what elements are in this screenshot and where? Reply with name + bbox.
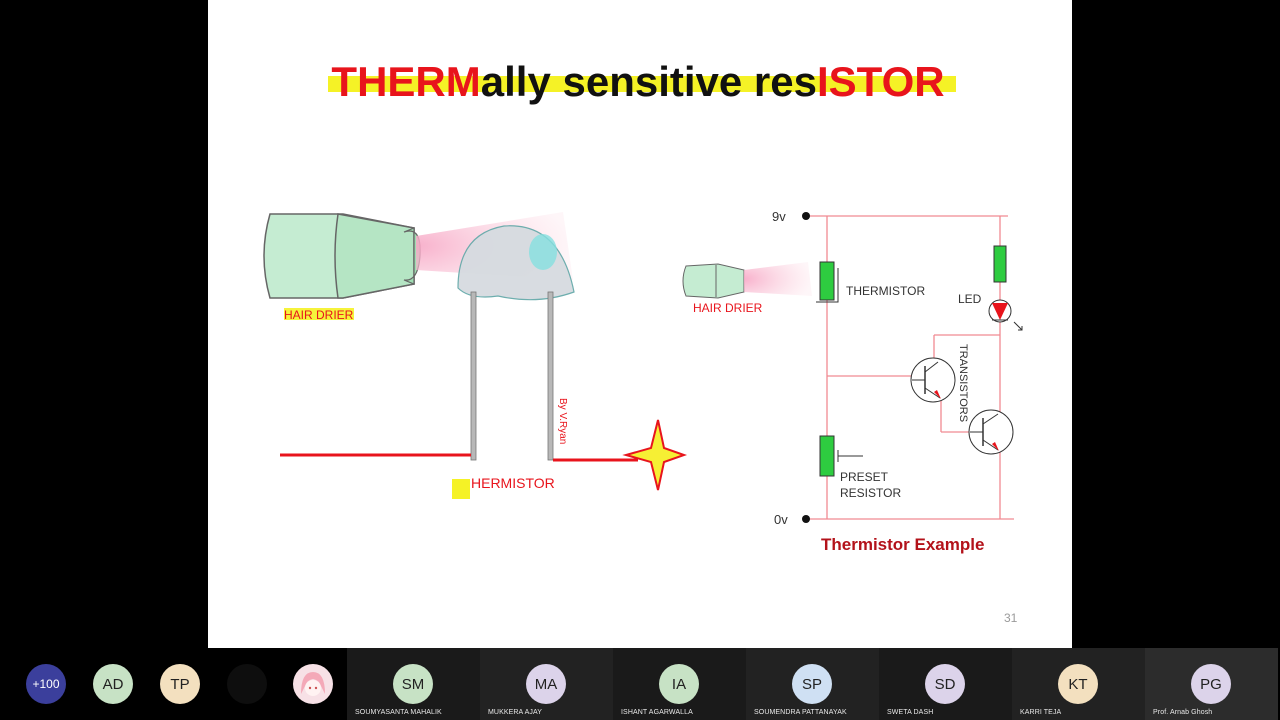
participant-tile[interactable]: SD SWETA DASH	[879, 648, 1012, 720]
participant-avatar: MA	[526, 664, 566, 704]
participant-initials: MA	[534, 675, 558, 693]
supply-label: 9v	[772, 209, 786, 224]
participant-tile[interactable]	[214, 648, 280, 720]
led-label: LED	[958, 292, 982, 306]
participant-avatar: PG	[1191, 664, 1231, 704]
title-part-therm: THERM	[331, 58, 480, 105]
participant-name: ISHANT AGARWALLA	[621, 709, 693, 716]
yellow-marker	[452, 479, 470, 499]
ground-terminal	[802, 515, 810, 523]
participant-tile[interactable]: SM SOUMYASANTA MAHALIK	[347, 648, 480, 720]
participant-avatar: SM	[393, 664, 433, 704]
participant-initials: KT	[1068, 675, 1088, 693]
participant-initials: PG	[1200, 675, 1222, 693]
preset-label-line2: RESISTOR	[840, 486, 901, 500]
slide-canvas: THERMally sensitive resISTOR HAIR DRIER	[263, 58, 1023, 554]
participant-tile[interactable]: AD	[80, 648, 146, 720]
right-diagram	[806, 215, 1014, 520]
participant-tile[interactable]: SP SOUMENDRA PATTANAYAK	[746, 648, 879, 720]
participant-initials: SM	[401, 675, 425, 693]
right-hair-drier-label: HAIR DRIER	[693, 301, 763, 315]
preset-label-line1: PRESET	[840, 470, 889, 484]
led-icon	[988, 299, 1023, 331]
left-hair-drier-label: HAIR DRIER	[284, 308, 354, 322]
participant-name: Prof. Arnab Ghosh	[1153, 709, 1213, 716]
participant-initials: AD	[102, 675, 124, 693]
participant-initials: TP	[170, 675, 190, 693]
participant-initials: +100	[32, 677, 60, 691]
participant-avatar: TP	[160, 664, 200, 704]
participant-avatar: SP	[792, 664, 832, 704]
credit-label: By V.Ryan	[557, 398, 568, 444]
left-diagram: HAIR DRIER HERMISTOR By V.Ryan	[263, 212, 688, 499]
participant-name: SOUMENDRA PATTANAYAK	[754, 709, 847, 716]
participant-avatar	[227, 664, 267, 704]
participant-name: SOUMYASANTA MAHALIK	[355, 709, 442, 716]
participant-tile[interactable]: KT KARRI TEJA	[1012, 648, 1145, 720]
thermistor-label: THERMISTOR	[846, 284, 925, 298]
spark-icon	[622, 419, 688, 491]
transistor-2-icon	[968, 409, 1014, 455]
participant-initials: IA	[671, 675, 687, 693]
participant-avatar: AD	[93, 664, 133, 704]
participant-tile[interactable]: TP	[147, 648, 213, 720]
participant-initials: SD	[934, 675, 956, 693]
title-part-middle: ally sensitive res	[481, 58, 817, 105]
thermistor-symbol	[816, 261, 839, 303]
participant-tile[interactable]: IA ISHANT AGARWALLA	[613, 648, 746, 720]
transistor-1-icon	[910, 357, 956, 403]
transistors-label: TRANSISTORS	[957, 344, 969, 422]
participant-tile[interactable]: PG Prof. Arnab Ghosh	[1145, 648, 1278, 720]
title-highlight	[328, 76, 956, 92]
participant-name: MUKKERA AJAY	[488, 709, 542, 716]
participant-initials: SP	[801, 675, 822, 693]
participant-name: KARRI TEJA	[1020, 709, 1062, 716]
participant-name: SWETA DASH	[887, 709, 934, 716]
participant-avatar: KT	[1058, 664, 1098, 704]
title-part-istor: ISTOR	[817, 58, 945, 105]
participant-strip: +100 AD TP SM SOUMYASANTA MAHALIK MA MUKKERA A…	[0, 648, 1280, 720]
slide-number: 31	[1004, 611, 1018, 625]
participant-avatar: SD	[925, 664, 965, 704]
presentation-slide: THERMally sensitive resISTOR HAIR DRIER	[208, 0, 1072, 648]
anime-avatar-icon	[293, 664, 333, 704]
thermistor-example-caption: Thermistor Example	[821, 535, 984, 554]
small-hair-drier-icon	[682, 262, 812, 299]
ground-label: 0v	[774, 512, 788, 527]
hair-drier-icon	[263, 213, 421, 299]
supply-terminal	[802, 212, 810, 220]
participant-avatar: IA	[659, 664, 699, 704]
led-resistor	[993, 245, 1007, 283]
thermistor-bead-icon	[457, 225, 575, 461]
participant-tile[interactable]: MA MUKKERA AJAY	[480, 648, 613, 720]
preset-resistor-symbol	[819, 435, 863, 477]
participant-tile[interactable]: +100	[13, 648, 79, 720]
participant-avatar: +100	[26, 664, 66, 704]
slide-title: THERMally sensitive resISTOR	[331, 58, 944, 105]
participant-tile[interactable]	[280, 648, 346, 720]
left-thermistor-label: HERMISTOR	[471, 475, 555, 491]
